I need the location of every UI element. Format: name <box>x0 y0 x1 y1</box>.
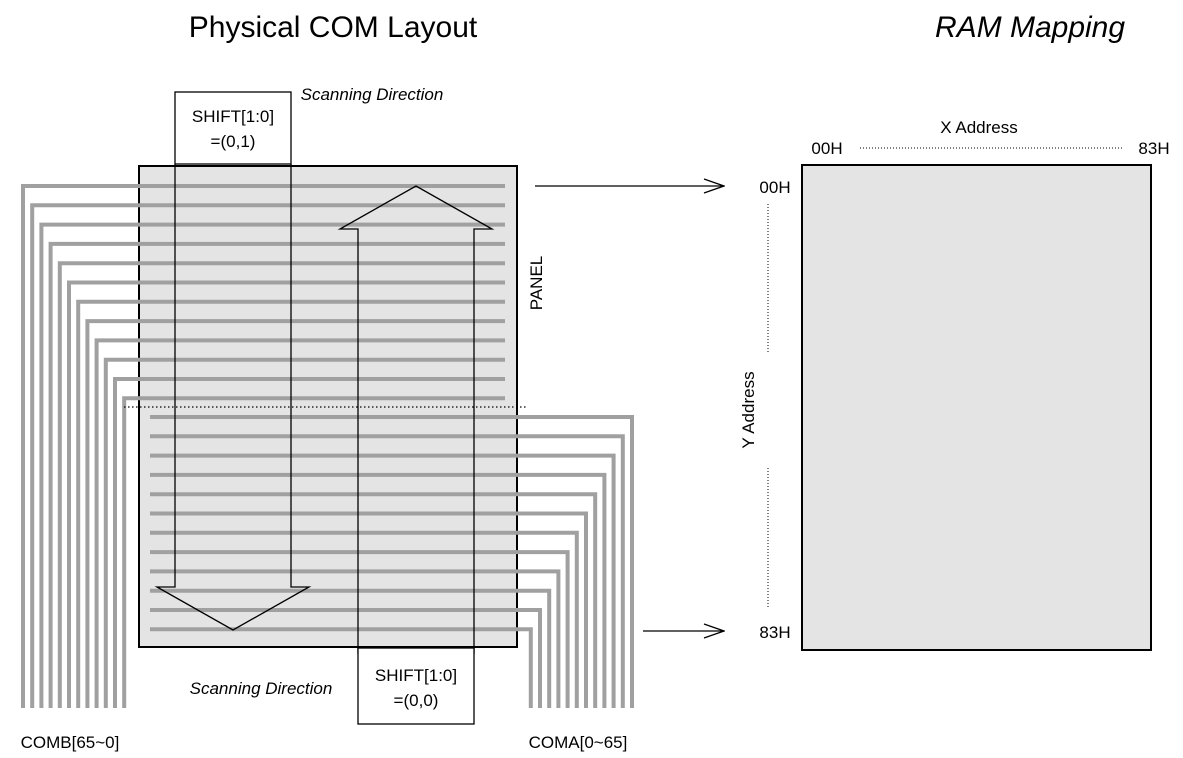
shift-top-line2: =(0,1) <box>211 132 256 151</box>
shift-box-bottom <box>357 647 475 725</box>
coma-line <box>150 434 625 708</box>
x-start-label: 00H <box>811 139 842 158</box>
coma-line <box>150 550 570 708</box>
shift-box-top <box>174 91 292 165</box>
comb-line <box>67 280 505 708</box>
shift-top-line1: SHIFT[1:0] <box>192 107 274 126</box>
comb-label: COMB[65~0] <box>21 733 120 752</box>
coma-line <box>150 472 607 708</box>
ram-mapping-title: RAM Mapping <box>935 11 1125 44</box>
coma-line <box>150 608 542 708</box>
y-address-label: Y Address <box>739 371 758 448</box>
comb-line <box>57 261 505 708</box>
ram-block <box>801 164 1152 651</box>
coma-line <box>150 627 533 708</box>
coma-line <box>150 415 634 708</box>
comb-line <box>85 319 505 708</box>
shift-bottom-line2: =(0,0) <box>394 691 439 710</box>
comb-line <box>39 222 505 708</box>
scan-arrow-down <box>154 164 312 631</box>
comb-line <box>122 396 505 708</box>
y-end-label: 83H <box>759 623 790 642</box>
comb-line <box>21 184 505 708</box>
x-address-label: X Address <box>940 118 1018 137</box>
physical-layout-title: Physical COM Layout <box>189 11 478 44</box>
coma-line <box>150 453 616 708</box>
comb-line <box>94 338 505 708</box>
comb-lines <box>21 184 505 708</box>
comb-line <box>30 203 505 708</box>
scan-arrow-up <box>337 185 495 654</box>
x-end-label: 83H <box>1138 139 1169 158</box>
panel-label: PANEL <box>527 256 546 311</box>
coma-line <box>150 511 588 708</box>
coma-line <box>150 530 579 708</box>
comb-line <box>76 299 505 708</box>
comb-line <box>48 241 505 708</box>
y-start-label: 00H <box>759 178 790 197</box>
y-address-label-backing <box>755 352 781 468</box>
scanning-direction-top-label: Scanning Direction <box>301 85 444 104</box>
scanning-direction-bottom-label: Scanning Direction <box>190 679 333 698</box>
shift-bottom-line1: SHIFT[1:0] <box>375 666 457 685</box>
comb-line <box>103 357 505 708</box>
coma-label: COMA[0~65] <box>529 733 628 752</box>
coma-lines <box>150 415 634 708</box>
coma-line <box>150 569 561 708</box>
comb-line <box>113 377 505 708</box>
coma-line <box>150 492 598 708</box>
coma-line <box>150 588 552 708</box>
